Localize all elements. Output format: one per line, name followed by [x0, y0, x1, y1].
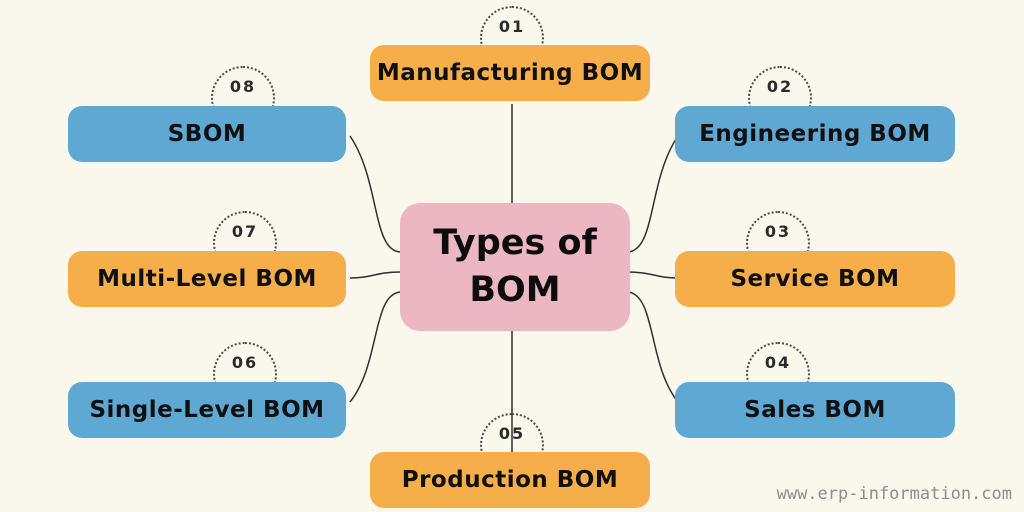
badge-number: 03 — [764, 222, 792, 241]
connector-right — [627, 271, 679, 279]
connector-top-left — [349, 135, 401, 253]
connector-bottom-left — [349, 291, 401, 403]
node-label-box: Engineering BOM — [675, 106, 955, 162]
node-label-box: Single-Level BOM — [68, 382, 346, 438]
node-label-box: Service BOM — [675, 251, 955, 307]
connector-bottom-right — [627, 291, 679, 403]
center-title-line1: Types of — [433, 223, 597, 263]
node-label-box: SBOM — [68, 106, 346, 162]
badge-number: 08 — [229, 77, 257, 96]
center-title-box: Types of BOM — [400, 203, 630, 331]
badge-number: 01 — [498, 17, 526, 36]
badge-number: 04 — [764, 353, 792, 372]
connector-top-right — [627, 135, 679, 253]
center-title-line2: BOM — [469, 270, 561, 310]
watermark-text: www.erp-information.com — [776, 484, 1012, 504]
node-label-box: Sales BOM — [675, 382, 955, 438]
node-label-box: Manufacturing BOM — [370, 45, 650, 101]
badge-number: 06 — [231, 353, 259, 372]
node-label-box: Multi-Level BOM — [68, 251, 346, 307]
connector-left — [349, 271, 401, 279]
badge-number: 07 — [231, 222, 259, 241]
badge-number: 05 — [498, 424, 526, 443]
badge-number: 02 — [766, 77, 794, 96]
node-label-box: Production BOM — [370, 452, 650, 508]
